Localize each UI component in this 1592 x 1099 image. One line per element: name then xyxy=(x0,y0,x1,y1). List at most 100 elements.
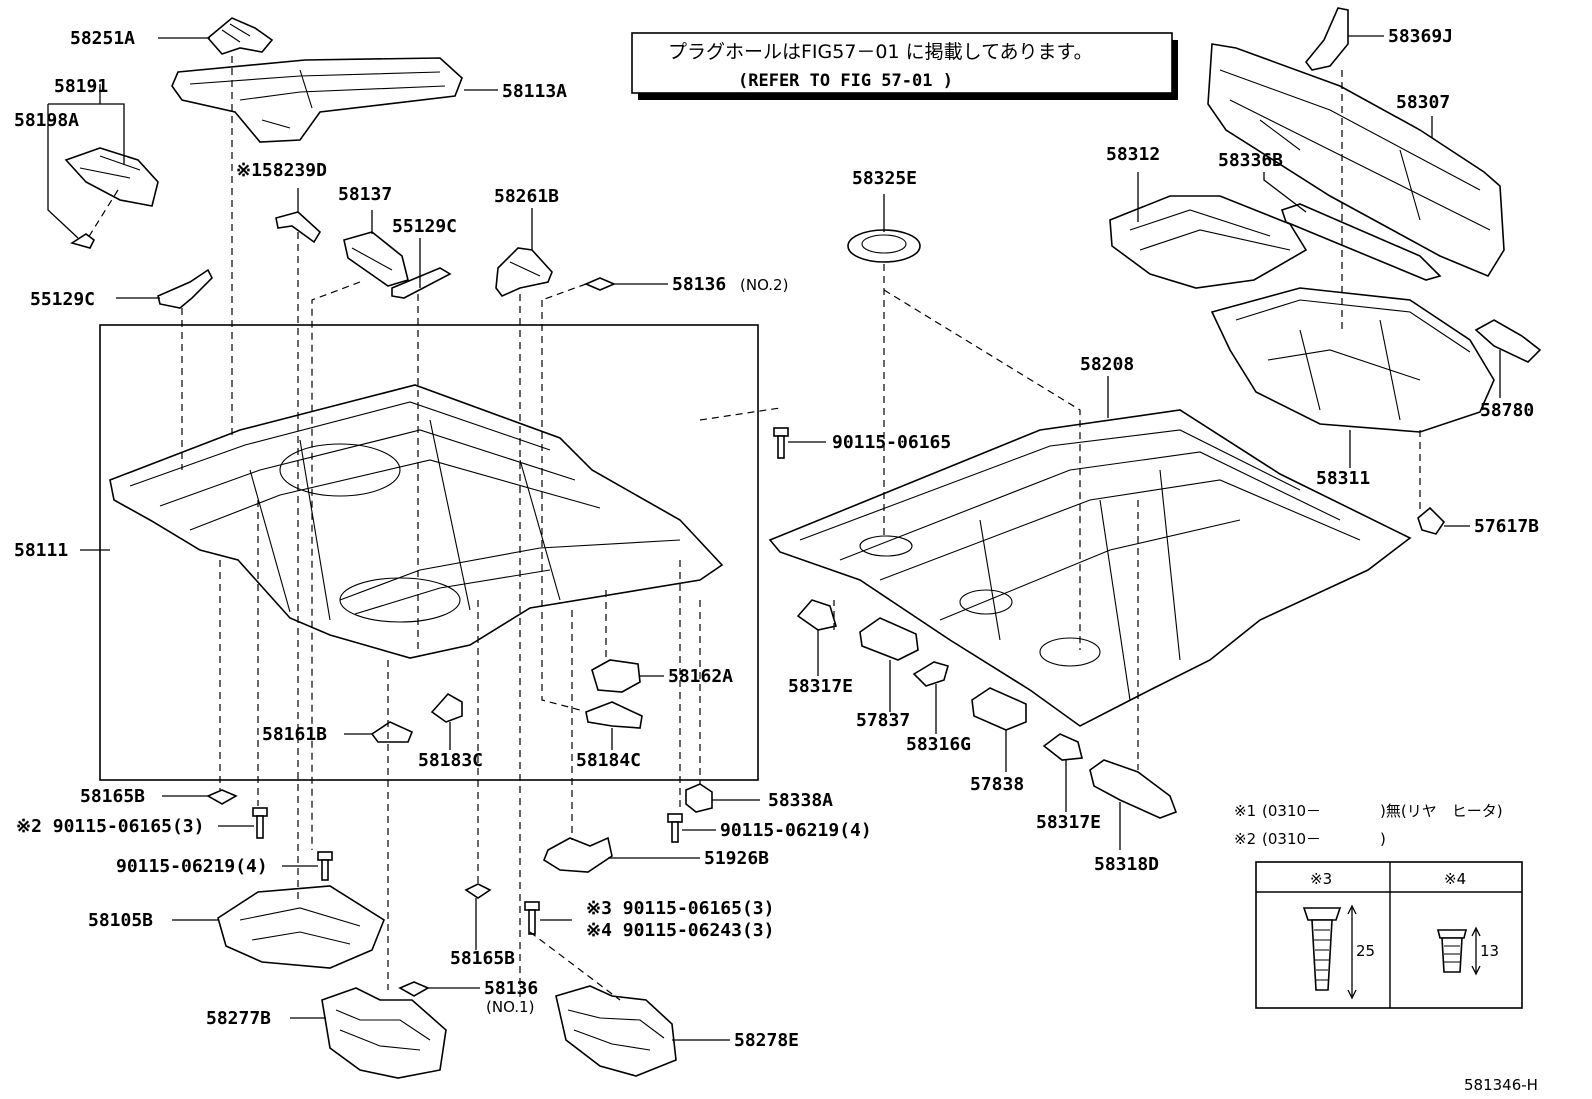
figure-code: 581346-H xyxy=(1464,1076,1538,1094)
label-58136-no2-suffix: (NO.2) xyxy=(740,276,788,294)
clip-3-dimension: 25 xyxy=(1356,942,1375,960)
part-51926B xyxy=(543,836,613,873)
clip-4-dimension: 13 xyxy=(1480,942,1499,960)
label-90115-06219-left: 90115-06219(4) xyxy=(116,856,268,877)
label-58137: 58137 xyxy=(338,184,392,205)
part-58165B-left xyxy=(206,789,238,805)
note-jp-text: プラグホールはFIG57－01 に掲載してあります。 xyxy=(668,41,1093,63)
label-58165B-mid: 58165B xyxy=(450,948,515,969)
part-58136-no1 xyxy=(398,981,430,997)
label-58278E: 58278E xyxy=(734,1030,799,1051)
label-58261B: 58261B xyxy=(494,186,559,207)
part-58137 xyxy=(343,231,409,287)
footnote-1-mark: ※1 xyxy=(1234,802,1256,820)
label-58311: 58311 xyxy=(1316,468,1370,489)
label-58325E: 58325E xyxy=(852,168,917,189)
label-58191: 58191 xyxy=(54,76,108,97)
part-58111 xyxy=(109,384,724,659)
footnote-2-code: (0310－ xyxy=(1262,830,1321,848)
part-labels: 58251A 58113A 58191 58198A ※158239D 5813… xyxy=(14,26,1539,1051)
part-58161B xyxy=(370,721,414,743)
label-58318D: 58318D xyxy=(1094,854,1159,875)
label-51926B: 51926B xyxy=(704,848,769,869)
bolt-90115-06165-top xyxy=(773,427,789,459)
part-58105B xyxy=(217,885,385,969)
label-58208: 58208 xyxy=(1080,354,1134,375)
bolt-90115-06219-left xyxy=(317,851,333,881)
label-58111: 58111 xyxy=(14,540,68,561)
part-58261B xyxy=(495,247,553,297)
part-58165B-mid xyxy=(464,883,492,899)
part-58307 xyxy=(1207,43,1505,278)
part-58162A xyxy=(591,659,641,693)
part-58251A xyxy=(206,17,274,55)
part-58278E xyxy=(555,985,677,1077)
label-58316G: 58316G xyxy=(906,734,971,755)
label-58251A: 58251A xyxy=(70,28,135,49)
label-58317E-right: 58317E xyxy=(1036,812,1101,833)
part-58336B xyxy=(1280,203,1442,281)
label-58136-no1-suffix: (NO.1) xyxy=(486,998,534,1016)
label-58183C: 58183C xyxy=(418,750,483,771)
label-58136-no2: 58136 xyxy=(672,274,726,295)
note-en-text: (REFER TO FIG 57-01 ) xyxy=(738,71,953,91)
label-90115-06165-top: 90115-06165 xyxy=(832,432,951,453)
label-90115-06219-mid: 90115-06219(4) xyxy=(720,820,872,841)
label-90115-06165-x3: ※3 90115-06165(3) xyxy=(586,898,774,919)
footnote-1-code: (0310－ xyxy=(1262,802,1321,820)
part-58316G xyxy=(912,661,949,687)
part-57617B xyxy=(1417,506,1446,535)
part-58191 xyxy=(64,147,159,249)
reference-note-box: プラグホールはFIG57－01 に掲載してあります。 (REFER TO FIG… xyxy=(631,32,1178,100)
part-58184C xyxy=(585,701,643,729)
part-58325E xyxy=(847,229,921,263)
footnote-2-text: ) xyxy=(1380,830,1386,848)
part-58317E-left xyxy=(796,599,838,631)
label-55129C-top: 55129C xyxy=(392,216,457,237)
part-58136-no2 xyxy=(583,277,617,291)
part-58208 xyxy=(768,409,1412,727)
part-58113A xyxy=(171,57,463,143)
label-58277B: 58277B xyxy=(206,1008,271,1029)
label-55129C-left: 55129C xyxy=(30,289,95,310)
part-58317E-right xyxy=(1042,733,1084,761)
label-58239D: ※158239D xyxy=(236,160,327,181)
footnote-2-mark: ※2 xyxy=(1234,830,1256,848)
label-90115-06165-x2: ※2 90115-06165(3) xyxy=(16,816,204,837)
front-floor-group-frame xyxy=(99,324,759,781)
part-55129C-top xyxy=(391,267,452,299)
label-58162A: 58162A xyxy=(668,666,733,687)
label-58780: 58780 xyxy=(1480,400,1534,421)
part-57838 xyxy=(971,687,1027,731)
part-58318D xyxy=(1089,759,1178,819)
label-58161B: 58161B xyxy=(262,724,327,745)
part-57837 xyxy=(859,617,919,661)
fastener-table: ※3 ※4 25 13 xyxy=(1255,861,1523,1009)
assembly-dashed-lines xyxy=(87,56,1421,1001)
label-57837: 57837 xyxy=(856,710,910,731)
label-57838: 57838 xyxy=(970,774,1024,795)
part-58183C xyxy=(430,692,463,723)
label-58317E-left: 58317E xyxy=(788,676,853,697)
part-58311 xyxy=(1210,287,1495,433)
label-58369J: 58369J xyxy=(1388,26,1453,47)
label-58113A: 58113A xyxy=(502,81,567,102)
part-58277B xyxy=(321,987,447,1079)
clip-4-icon: 13 xyxy=(1436,926,1499,976)
part-58338A xyxy=(685,783,713,813)
label-58136-no1: 58136 xyxy=(484,978,538,999)
part-58780 xyxy=(1474,319,1542,363)
footnotes: ※1 (0310－ )無(リヤ ヒータ) ※2 (0310－ ) xyxy=(1234,802,1503,848)
leader-lines xyxy=(47,35,1501,1041)
label-58336B: 58336B xyxy=(1218,150,1283,171)
label-58184C: 58184C xyxy=(576,750,641,771)
part-58312 xyxy=(1109,195,1308,289)
label-58198A: 58198A xyxy=(14,110,79,131)
footnote-1-text: )無(リヤ ヒータ) xyxy=(1380,802,1503,820)
table-col3-header: ※3 xyxy=(1310,870,1332,888)
bolt-90115-06165-x2 xyxy=(252,807,268,839)
bolt-90115-06219-mid xyxy=(667,813,683,843)
label-58165B-left: 58165B xyxy=(80,786,145,807)
bolt-90115-06165-x3 xyxy=(524,901,540,935)
